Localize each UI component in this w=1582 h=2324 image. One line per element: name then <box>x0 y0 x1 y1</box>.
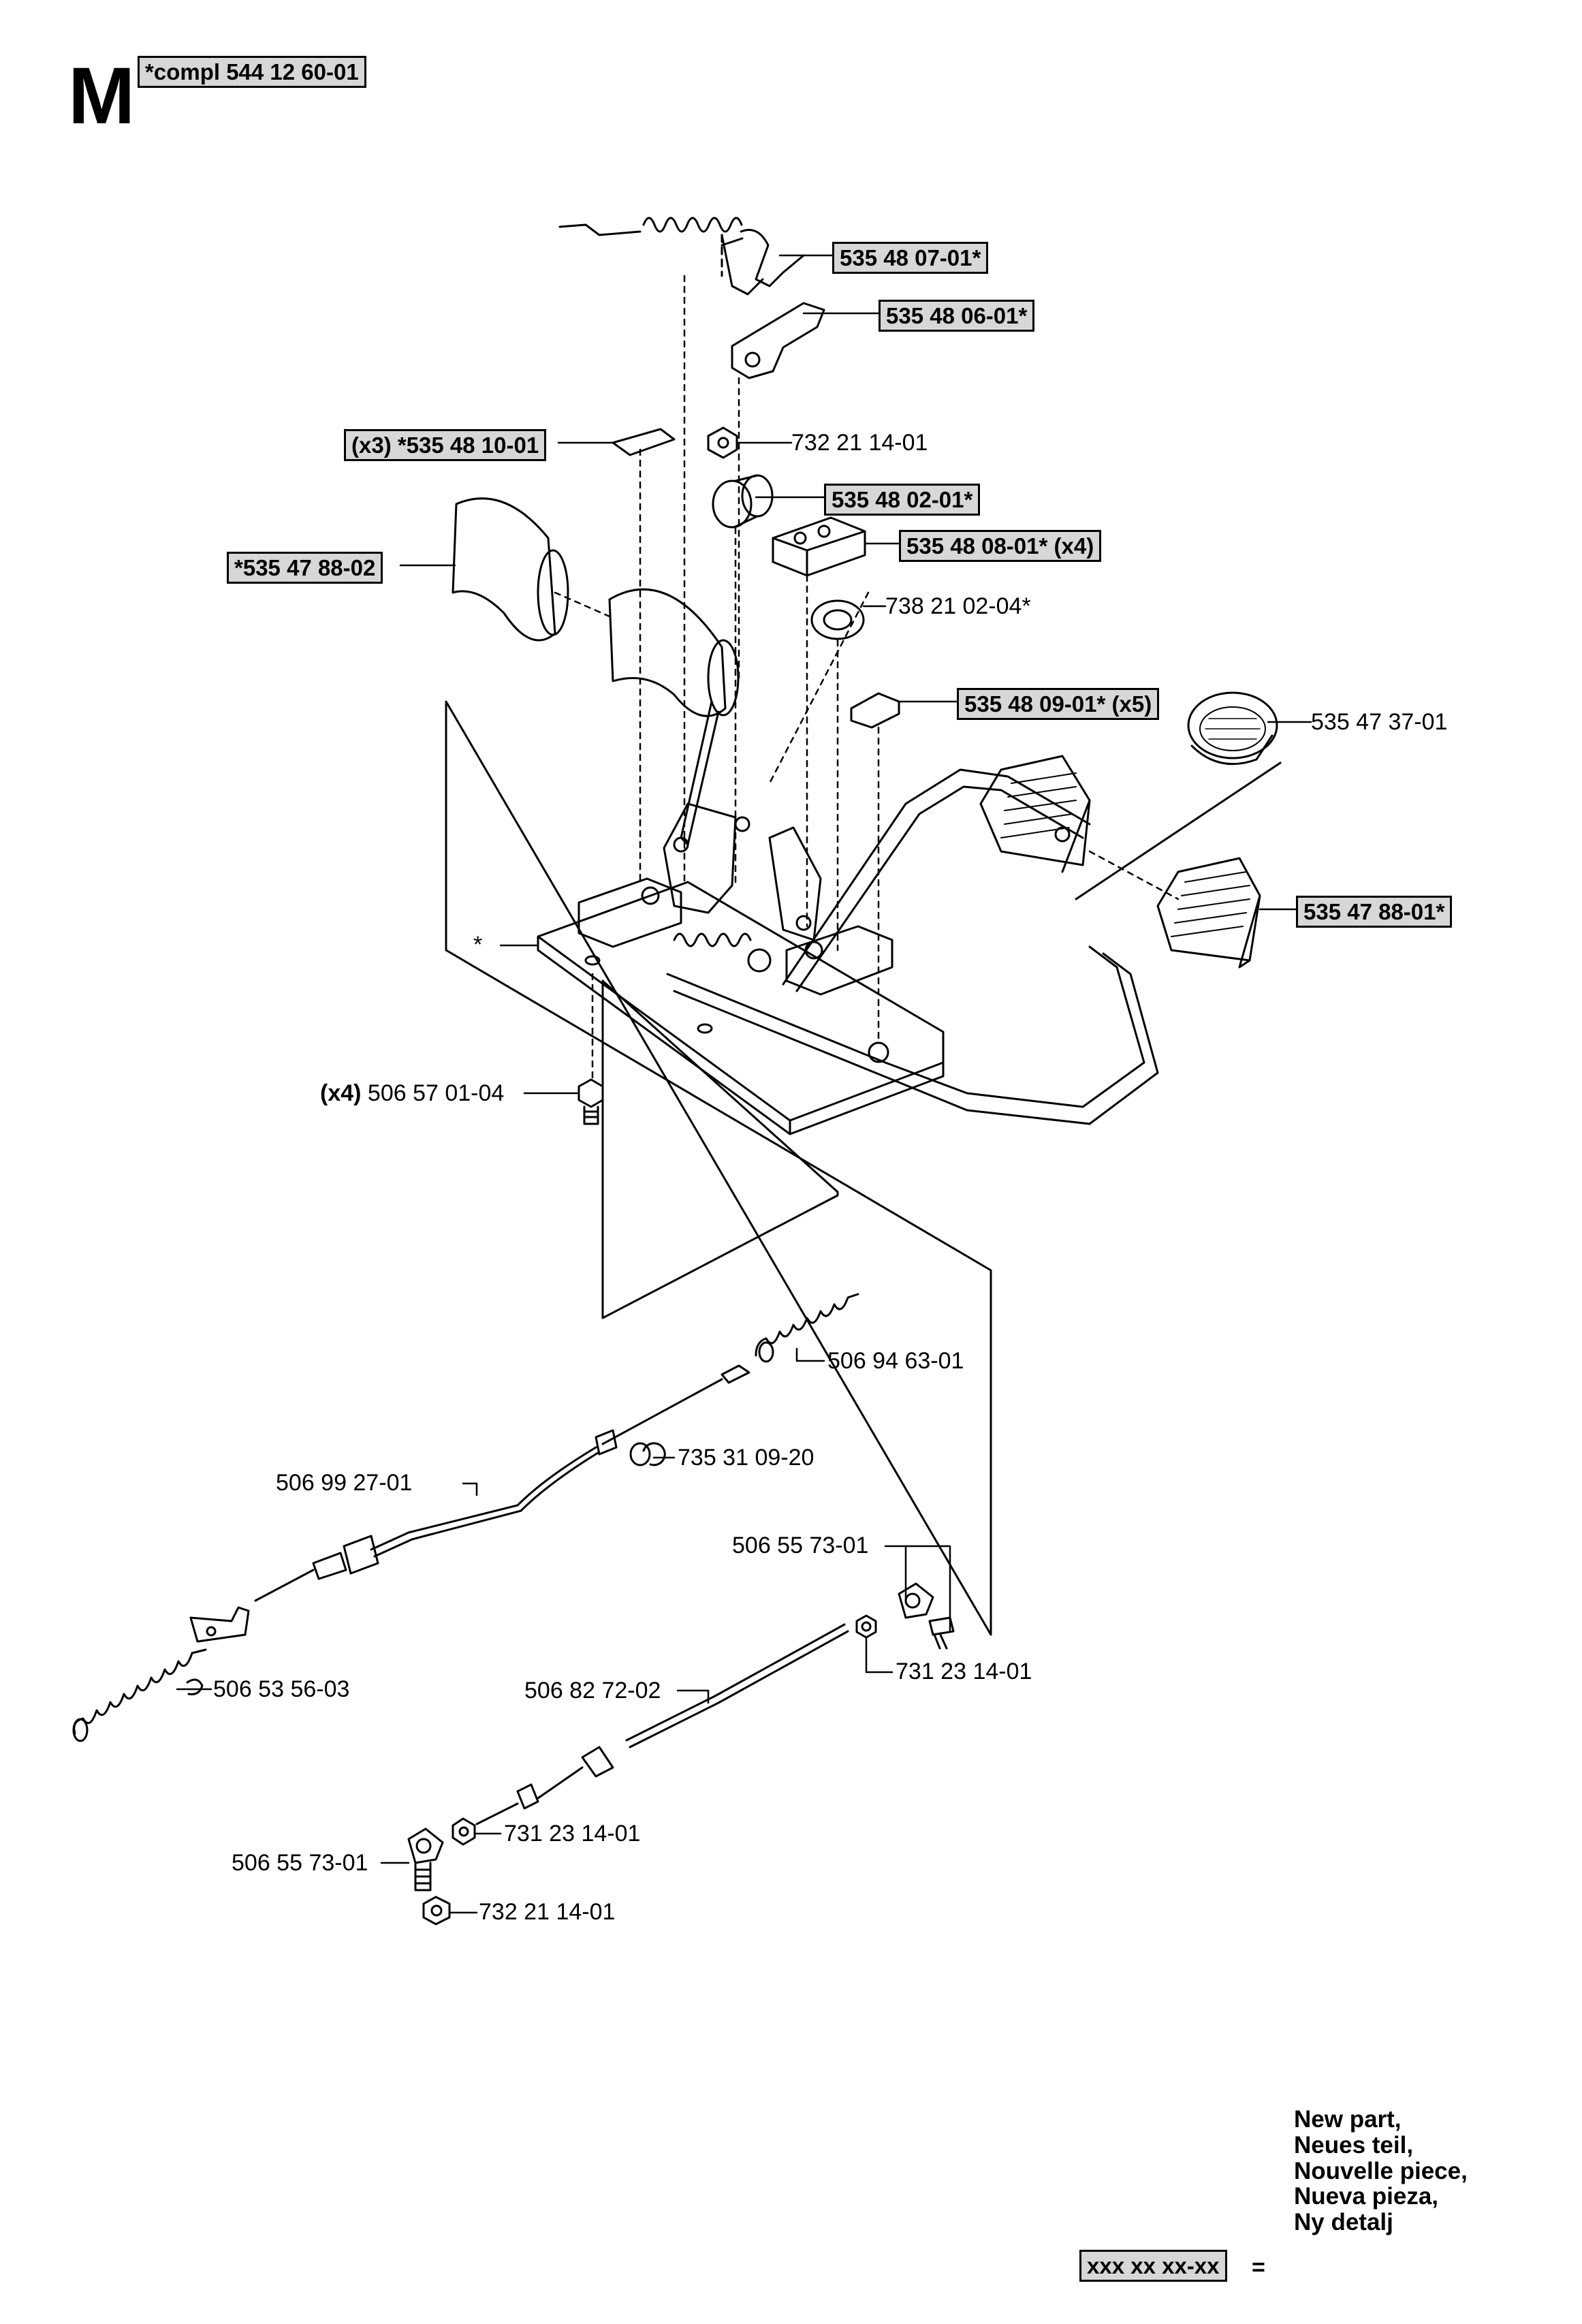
part-label-506-55-73-01-lower: 506 55 73-01 <box>232 1850 368 1876</box>
part-label-506-94-63-01: 506 94 63-01 <box>827 1348 964 1374</box>
legend-line: Ny detalj <box>1294 2209 1393 2236</box>
block-535-48-08 <box>772 516 866 577</box>
nut-top <box>707 426 738 459</box>
part-label-735-31-09-20: 735 31 09-20 <box>678 1445 814 1471</box>
pedal-arm-left <box>680 700 720 846</box>
plate-535-48-06 <box>731 302 825 379</box>
plate-535-48-10 <box>612 428 676 456</box>
pedal-pad-right-exploded <box>1156 857 1261 969</box>
legend-line: Nouvelle piece, <box>1294 2157 1468 2184</box>
spring-top <box>558 217 805 296</box>
part-label-731-23-14-01-lower: 731 23 14-01 <box>504 1821 641 1847</box>
pedal-frame <box>537 802 945 1135</box>
part-quantity: (x4) <box>320 1080 362 1106</box>
bearing <box>810 599 865 640</box>
spring-506-94-63 <box>755 1293 859 1363</box>
part-label-732-21-14-01-lower: 732 21 14-01 <box>479 1899 616 1925</box>
backing-panel-upper <box>445 700 992 1636</box>
part-label-731-23-14-01-upper: 731 23 14-01 <box>896 1659 1032 1684</box>
pedal-pad-left-exploded <box>452 497 569 642</box>
section-letter: M <box>68 51 136 141</box>
legend-code-box: xxx xx xx-xx <box>1079 2250 1227 2282</box>
pedal-rod-right <box>782 761 1282 1125</box>
part-label-535-47-88-02: *535 47 88-02 <box>227 552 383 584</box>
part-label-506-82-72-02: 506 82 72-02 <box>524 1678 661 1703</box>
part-label-asterisk: * <box>473 932 483 958</box>
clip-735-31-09 <box>642 1442 666 1466</box>
legend-line: New part, <box>1294 2106 1402 2133</box>
legend-line: Neues teil, <box>1294 2131 1414 2158</box>
cable-506-99-27 <box>189 1364 750 1643</box>
part-label-738-21-02-04: 738 21 02-04* <box>885 593 1031 619</box>
pedal-pad-left <box>608 588 740 717</box>
leader-lines <box>176 254 1312 1914</box>
part-label-506-55-73-01-upper: 506 55 73-01 <box>732 1533 869 1558</box>
part-label-535-47-88-01: 535 47 88-01* <box>1296 896 1453 928</box>
backing-panel-lower <box>601 979 839 1319</box>
part-label-506-53-56-03: 506 53 56-03 <box>213 1676 350 1702</box>
spring-506-53-56 <box>72 1648 207 1742</box>
part-label-506-57-01-04: (x4) 506 57 01-04 <box>320 1082 504 1105</box>
part-label-535-48-08-01: 535 48 08-01* (x4) <box>899 530 1102 562</box>
part-label-535-47-37-01: 535 47 37-01 <box>1311 709 1448 735</box>
legend-new-part: New part, Neues teil, Nouvelle piece, Nu… <box>1294 2107 1468 2235</box>
round-pad <box>1187 691 1278 766</box>
part-label-535-48-09-01: 535 48 09-01* (x5) <box>957 688 1160 720</box>
part-label-506-99-27-01: 506 99 27-01 <box>276 1470 413 1496</box>
part-label-535-48-06-01: 535 48 06-01* <box>879 300 1035 332</box>
dashed-guides <box>554 274 1180 1084</box>
part-label-732-21-14-01-top: 732 21 14-01 <box>791 430 928 456</box>
clip-535-48-09 <box>850 692 900 729</box>
part-label-535-48-02-01: 535 48 02-01* <box>824 484 981 516</box>
legend-equals: = <box>1252 2255 1265 2280</box>
pedal-pad-right <box>979 755 1091 873</box>
cable-506-82-72 <box>475 1623 849 1825</box>
part-label-535-48-07-01: 535 48 07-01* <box>832 242 989 274</box>
assembly-number-label: *compl 544 12 60-01 <box>138 56 366 88</box>
bolt-506-57-01 <box>578 1078 604 1125</box>
part-label-535-48-10-01: (x3) *535 48 10-01 <box>344 429 547 461</box>
part-number: 506 57 01-04 <box>367 1080 505 1106</box>
ball-joint-lower <box>407 1817 476 1926</box>
bushing <box>712 474 774 529</box>
legend-line: Nueva pieza, <box>1294 2183 1439 2210</box>
